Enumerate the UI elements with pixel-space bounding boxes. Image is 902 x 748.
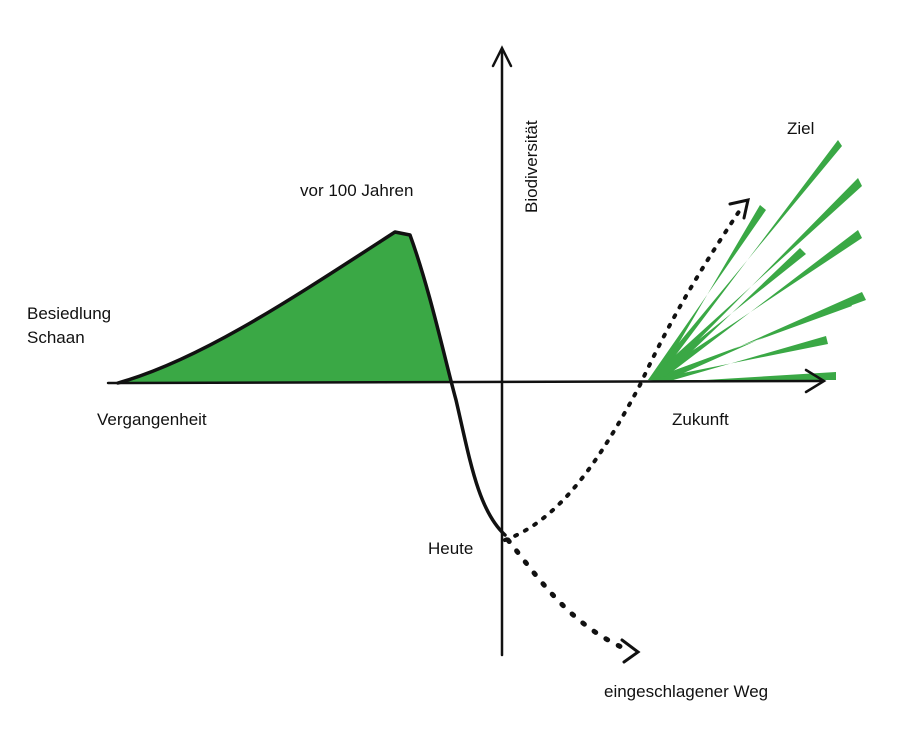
future-label: Zukunft xyxy=(672,410,729,429)
biodiversity-curve xyxy=(116,230,507,537)
current-path-label: eingeschlagener Weg xyxy=(604,682,768,701)
x-axis-arrow-icon xyxy=(804,368,827,394)
today-label: Heute xyxy=(428,539,473,558)
axes xyxy=(106,45,827,657)
goal-green-fan xyxy=(648,140,866,382)
y-axis-arrow-icon xyxy=(491,45,513,68)
goal-label: Ziel xyxy=(787,119,814,138)
goal-dotted-path xyxy=(503,208,742,542)
y-axis-label: Biodiversität xyxy=(522,120,541,213)
goal-arrow-icon xyxy=(728,198,750,220)
settlement-label-line2: Schaan xyxy=(27,328,85,347)
past-biodiversity-area xyxy=(118,232,452,383)
x-axis-line xyxy=(106,379,824,385)
settlement-label-line1: Besiedlung xyxy=(27,304,111,323)
current-path-dotted xyxy=(505,537,631,653)
past-label: Vergangenheit xyxy=(97,410,207,429)
current-path-arrow-icon xyxy=(620,638,641,664)
peak-label: vor 100 Jahren xyxy=(300,181,413,200)
